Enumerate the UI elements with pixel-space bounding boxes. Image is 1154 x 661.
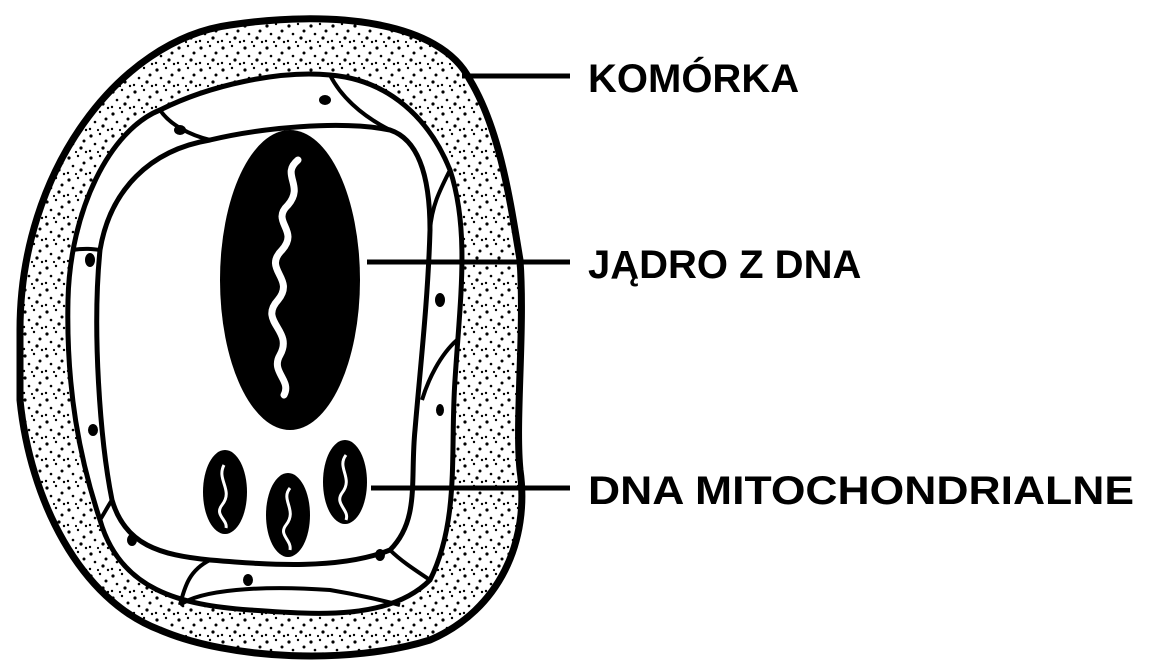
mitochondrion-2 [266, 473, 310, 557]
label-mitochondria: DNA MITOCHONDRIALNE [588, 469, 1134, 513]
mitochondrion-1 [203, 450, 247, 534]
label-cell: KOMÓRKA [588, 55, 799, 101]
mitochondrion-3 [323, 440, 367, 524]
label-nucleus: JĄDRO Z DNA [588, 243, 861, 287]
nucleus [220, 130, 360, 430]
